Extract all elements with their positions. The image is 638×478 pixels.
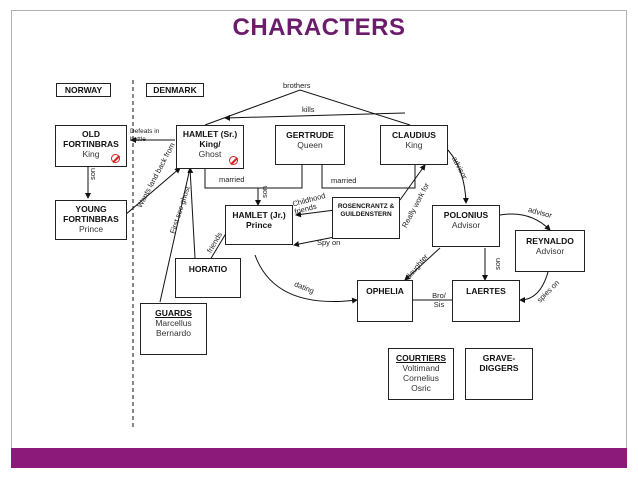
son-label-laertes: son	[493, 257, 502, 270]
courtiers-member: Osric	[411, 383, 431, 393]
courtiers-box: COURTIERS Voltimand Cornelius Osric	[388, 348, 454, 400]
daughter-link	[404, 247, 441, 281]
polonius-box: POLONIUS Advisor	[432, 205, 500, 247]
brothers-link	[204, 89, 411, 126]
rosencrantz-box: ROSENCRANTZ & GUILDENSTERN	[332, 197, 400, 239]
advisor-link-2	[499, 213, 551, 231]
hamlet-sr-box: HAMLET (Sr.) King/ Ghost	[176, 125, 244, 169]
claudius-box: CLAUDIUS King	[380, 125, 448, 165]
work-for-link	[399, 164, 426, 201]
guards-name: GUARDS	[155, 308, 192, 318]
prohibited-icon	[111, 154, 120, 163]
polonius-name: POLONIUS	[443, 210, 489, 220]
married-label-1: married	[219, 175, 245, 184]
hamlet-sr-role: Ghost	[198, 149, 222, 159]
gertrude-role: Queen	[297, 140, 323, 150]
brothers-label: brothers	[283, 81, 311, 90]
denmark-label: DENMARK	[153, 85, 197, 95]
son-label-hamlet: son	[260, 185, 269, 198]
footer-accent-bar	[11, 448, 627, 468]
denmark-box: DENMARK	[146, 83, 204, 97]
kills-label: kills	[302, 105, 315, 114]
rosencrantz-name: ROSENCRANTZ & GUILDENSTERN	[337, 203, 395, 218]
courtiers-member: Cornelius	[403, 373, 439, 383]
courtiers-member: Voltimand	[402, 363, 440, 373]
old-fortinbras-name: OLD FORTINBRAS	[63, 129, 119, 149]
old-fortinbras-box: OLD FORTINBRAS King	[55, 125, 127, 167]
reynaldo-name: REYNALDO	[526, 236, 574, 246]
polonius-role: Advisor	[451, 220, 481, 230]
married-link-2	[321, 165, 416, 189]
gertrude-box: GERTRUDE Queen	[275, 125, 345, 165]
claudius-name: CLAUDIUS	[392, 130, 436, 140]
horatio-box: HORATIO	[175, 258, 241, 298]
laertes-box: LAERTES	[452, 280, 520, 322]
norway-box: NORWAY	[56, 83, 111, 97]
son-label-fortinbras: son	[88, 167, 97, 180]
spies-on-link	[519, 271, 549, 303]
defeats-label: Defeats in battle	[130, 128, 160, 143]
young-fortinbras-name: YOUNG FORTINBRAS	[63, 204, 119, 224]
guards-member: Bernardo	[156, 328, 191, 338]
ophelia-name: OPHELIA	[366, 286, 404, 296]
gravediggers-box: GRAVE- DIGGERS	[465, 348, 533, 400]
married-link-1	[204, 165, 303, 189]
bro-sis-label: Bro/ Sis	[432, 291, 446, 309]
ophelia-box: OPHELIA	[357, 280, 413, 322]
hamlet-jr-name: HAMLET (Jr.) Prince	[232, 210, 286, 230]
gravediggers-name: GRAVE- DIGGERS	[479, 353, 519, 373]
laertes-name: LAERTES	[466, 286, 506, 296]
reynaldo-role: Advisor	[535, 246, 565, 256]
kills-link	[224, 112, 406, 121]
young-fortinbras-role: Prince	[78, 224, 104, 234]
prohibited-icon	[229, 156, 238, 165]
wants-land-link	[124, 167, 181, 216]
slide-title: CHARACTERS	[232, 14, 406, 41]
first-see-ghost-link	[187, 167, 196, 259]
advisor-link-1	[447, 149, 469, 204]
gertrude-name: GERTRUDE	[286, 130, 334, 140]
claudius-role: King	[405, 140, 423, 150]
guards-box: GUARDS Marcellus Bernardo	[140, 303, 207, 355]
norway-label: NORWAY	[64, 85, 103, 95]
horatio-name: HORATIO	[188, 264, 228, 274]
young-fortinbras-box: YOUNG FORTINBRAS Prince	[55, 200, 127, 240]
childhood-link	[295, 209, 336, 218]
spy-on-label: Spy on	[317, 238, 341, 247]
guards-ghost-link	[159, 167, 191, 303]
hamlet-sr-name: HAMLET (Sr.) King/	[182, 129, 238, 149]
courtiers-name: COURTIERS	[395, 353, 447, 363]
old-fortinbras-role: King	[82, 149, 100, 159]
reynaldo-box: REYNALDO Advisor	[515, 230, 585, 272]
hamlet-jr-box: HAMLET (Jr.) Prince	[225, 205, 293, 245]
dating-link	[254, 254, 358, 304]
guards-member: Marcellus	[155, 318, 192, 328]
married-label-2: married	[331, 176, 357, 185]
